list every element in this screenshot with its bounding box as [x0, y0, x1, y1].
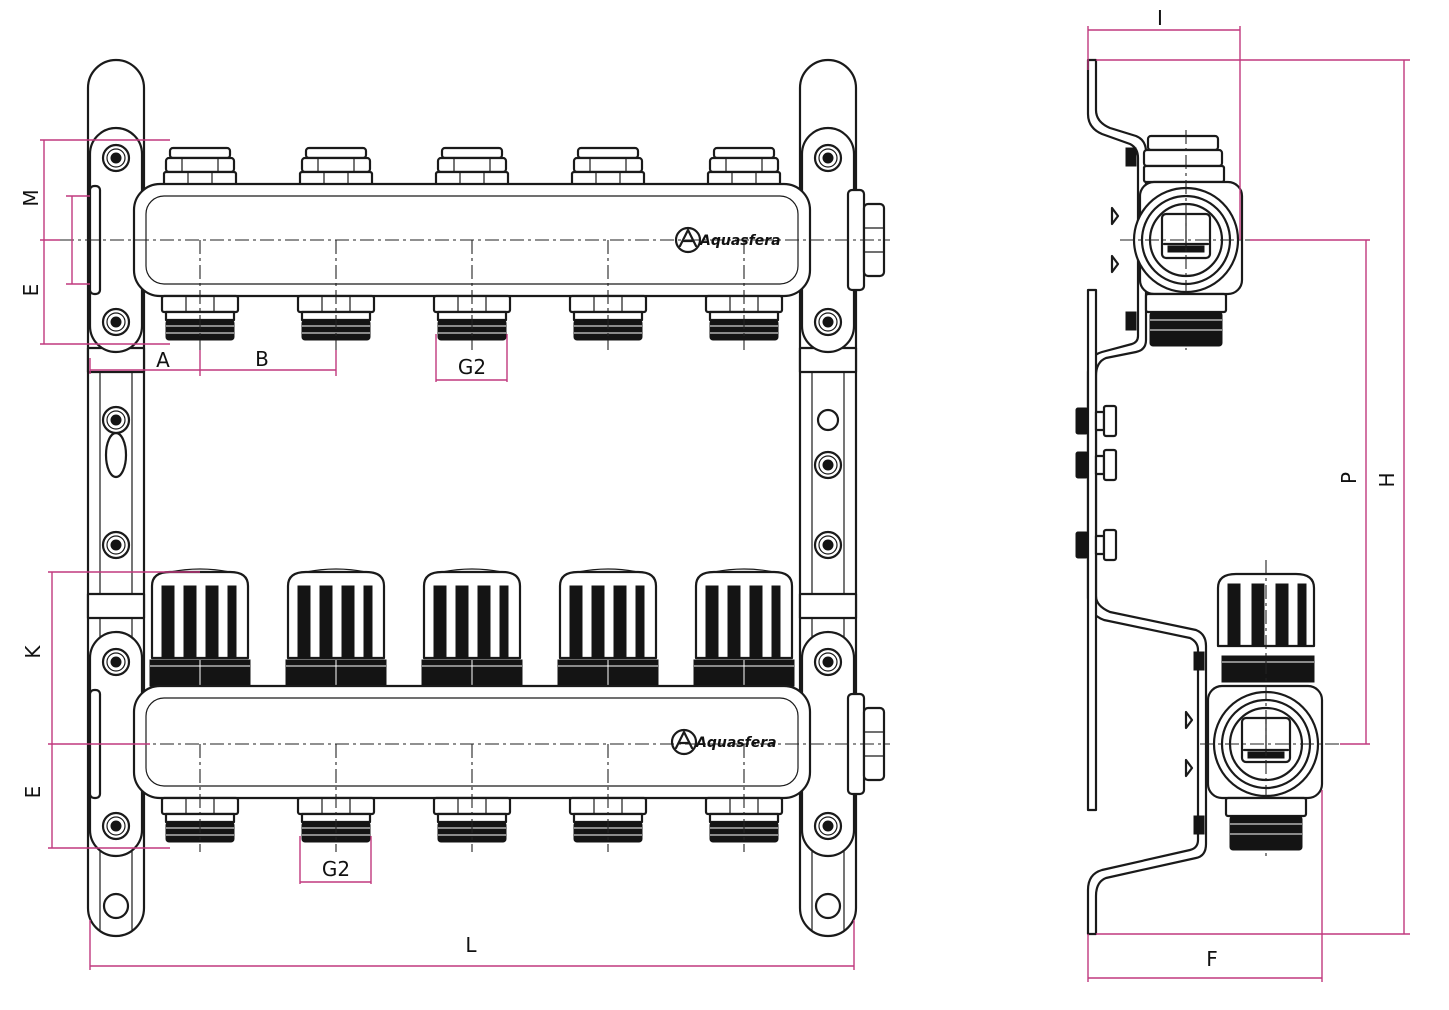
- dim-label-E-bottom: E: [21, 786, 45, 799]
- dim-label-G2-bottom: G2: [322, 857, 350, 881]
- dim-label-A: A: [156, 348, 170, 372]
- dim-label-H: H: [1375, 472, 1399, 487]
- side-view: I H P F: [1075, 6, 1410, 982]
- dim-label-L: L: [465, 933, 477, 957]
- dim-label-P: P: [1337, 472, 1361, 484]
- dim-label-I: I: [1157, 6, 1163, 30]
- dim-label-E-top: E: [19, 284, 43, 297]
- brand-text: Aquasfera: [695, 735, 777, 751]
- dim-label-F: F: [1206, 947, 1218, 971]
- dim-label-M: M: [19, 189, 43, 206]
- front-dimensions: M E A B G2 K: [19, 139, 855, 970]
- dim-label-K: K: [21, 645, 45, 659]
- front-view: Aquasfera: [19, 58, 890, 970]
- side-top-manifold: [1110, 130, 1370, 350]
- brand-logo: Aquasfera: [674, 226, 781, 254]
- top-manifold-bar: Aquasfera: [60, 146, 890, 350]
- side-bottom-manifold: [1184, 560, 1370, 856]
- side-dimensions: I H P F: [1087, 6, 1410, 982]
- dim-label-B: B: [255, 347, 269, 371]
- side-screws: [1075, 147, 1205, 835]
- bottom-manifold-bar: Aquasfera: [60, 567, 890, 852]
- brand-logo: Aquasfera: [670, 728, 777, 756]
- brand-text: Aquasfera: [699, 233, 781, 249]
- dim-label-G2-top: G2: [458, 355, 486, 379]
